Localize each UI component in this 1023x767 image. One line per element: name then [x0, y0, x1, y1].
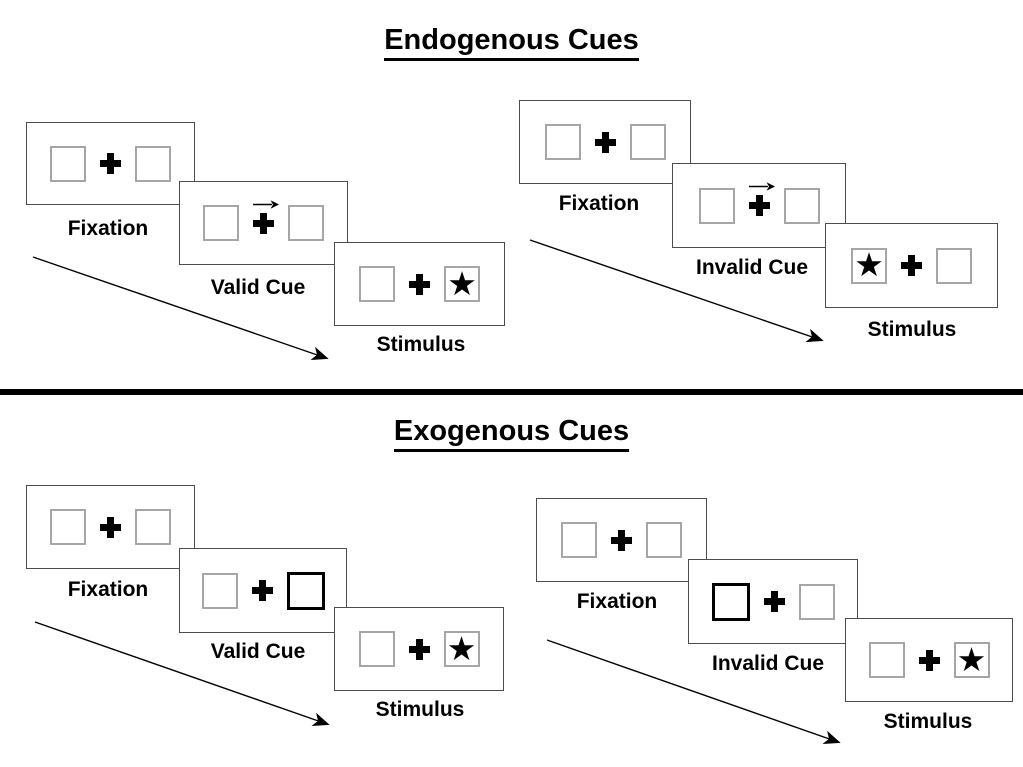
- endo-valid-stimulus-panel: ★: [334, 242, 505, 326]
- plus-icon: [409, 273, 430, 295]
- exo-valid-fixation-panel: [26, 485, 195, 569]
- left-box: [203, 205, 239, 241]
- left-box: [561, 522, 597, 558]
- section-title-text: Exogenous Cues: [393, 415, 630, 452]
- fixation-cross-icon: [611, 529, 632, 551]
- left-box: [544, 124, 581, 160]
- endo-valid-cue-panel: [179, 181, 348, 265]
- timeline-arrow-endo-invalid: [529, 239, 824, 343]
- star-icon: ★: [446, 628, 477, 668]
- panel-label: Fixation: [558, 192, 640, 215]
- right-box-cue-highlight: [286, 571, 325, 610]
- panel-label: Fixation: [67, 578, 149, 601]
- fixation-cross-icon: [901, 255, 922, 276]
- fixation-cross-icon: [100, 153, 121, 174]
- right-box: ★: [444, 266, 480, 302]
- section-title-exogenous: Exogenous Cues: [0, 415, 1023, 452]
- plus-icon: [748, 195, 770, 216]
- endo-invalid-fixation-panel: [519, 100, 691, 184]
- plus-icon: [408, 638, 430, 660]
- exo-invalid-fixation-panel: [536, 498, 707, 582]
- endo-invalid-cue-panel: [672, 163, 846, 248]
- endo-invalid-stimulus-panel: ★: [825, 223, 998, 308]
- panel-label: Stimulus: [883, 710, 973, 733]
- star-icon: ★: [956, 639, 987, 679]
- exo-invalid-stimulus-panel: ★: [845, 618, 1013, 702]
- plus-icon: [611, 529, 632, 551]
- panel-label: Invalid Cue: [695, 256, 809, 279]
- left-box: [868, 642, 905, 678]
- plus-icon: [100, 153, 121, 174]
- fixation-cross-icon: [748, 182, 775, 216]
- left-box: [359, 266, 395, 302]
- fixation-cross-icon: [763, 591, 785, 612]
- plus-icon: [763, 591, 785, 612]
- left-box: [50, 145, 86, 182]
- right-arrow-icon: [253, 199, 279, 209]
- exo-valid-cue-panel: [179, 548, 347, 633]
- left-box: [201, 572, 238, 609]
- left-box: [358, 631, 395, 667]
- left-box-cue-highlight: [711, 582, 750, 621]
- exo-valid-stimulus-panel: ★: [334, 607, 504, 691]
- exo-invalid-cue-panel: [688, 559, 858, 644]
- fixation-cross-icon: [594, 131, 616, 153]
- right-box: [783, 187, 820, 224]
- right-box: [936, 247, 972, 284]
- right-box: [646, 522, 682, 558]
- fixation-cross-icon: [253, 199, 279, 234]
- section-title-text: Endogenous Cues: [384, 24, 639, 61]
- left-box: [50, 509, 86, 545]
- right-box: [798, 583, 835, 620]
- right-box: ★: [443, 628, 480, 668]
- panel-label: Stimulus: [867, 318, 957, 341]
- plus-icon: [918, 649, 940, 671]
- left-box: ★: [851, 245, 887, 284]
- fixation-cross-icon: [100, 516, 121, 538]
- fixation-cross-icon: [408, 638, 430, 660]
- fixation-cross-icon: [251, 580, 273, 601]
- fixation-cross-icon: [918, 649, 940, 671]
- panel-label: Stimulus: [375, 698, 465, 721]
- star-icon: ★: [447, 263, 477, 303]
- timeline-arrow-endo-valid: [32, 256, 329, 361]
- right-arrow-icon: [748, 182, 775, 191]
- panel-label: Valid Cue: [210, 276, 306, 299]
- plus-icon: [253, 212, 274, 234]
- fixation-cross-icon: [409, 273, 430, 295]
- panel-label: Invalid Cue: [711, 652, 825, 675]
- plus-icon: [100, 516, 121, 538]
- panel-label: Fixation: [67, 217, 149, 240]
- right-box: [629, 124, 666, 160]
- endo-valid-fixation-panel: [26, 122, 195, 205]
- panel-label: Stimulus: [376, 333, 466, 356]
- section-divider: [0, 389, 1023, 395]
- star-icon: ★: [854, 245, 884, 284]
- panel-label: Valid Cue: [210, 640, 306, 663]
- plus-icon: [594, 131, 616, 153]
- plus-icon: [251, 580, 273, 601]
- left-box: [698, 187, 735, 224]
- right-box: [135, 509, 171, 545]
- plus-icon: [901, 255, 922, 276]
- right-box: [288, 205, 324, 241]
- panel-label: Fixation: [576, 590, 658, 613]
- timeline-arrow-exo-valid: [34, 621, 330, 726]
- right-box: ★: [953, 639, 990, 679]
- right-box: [135, 145, 171, 182]
- section-title-endogenous: Endogenous Cues: [0, 24, 1023, 61]
